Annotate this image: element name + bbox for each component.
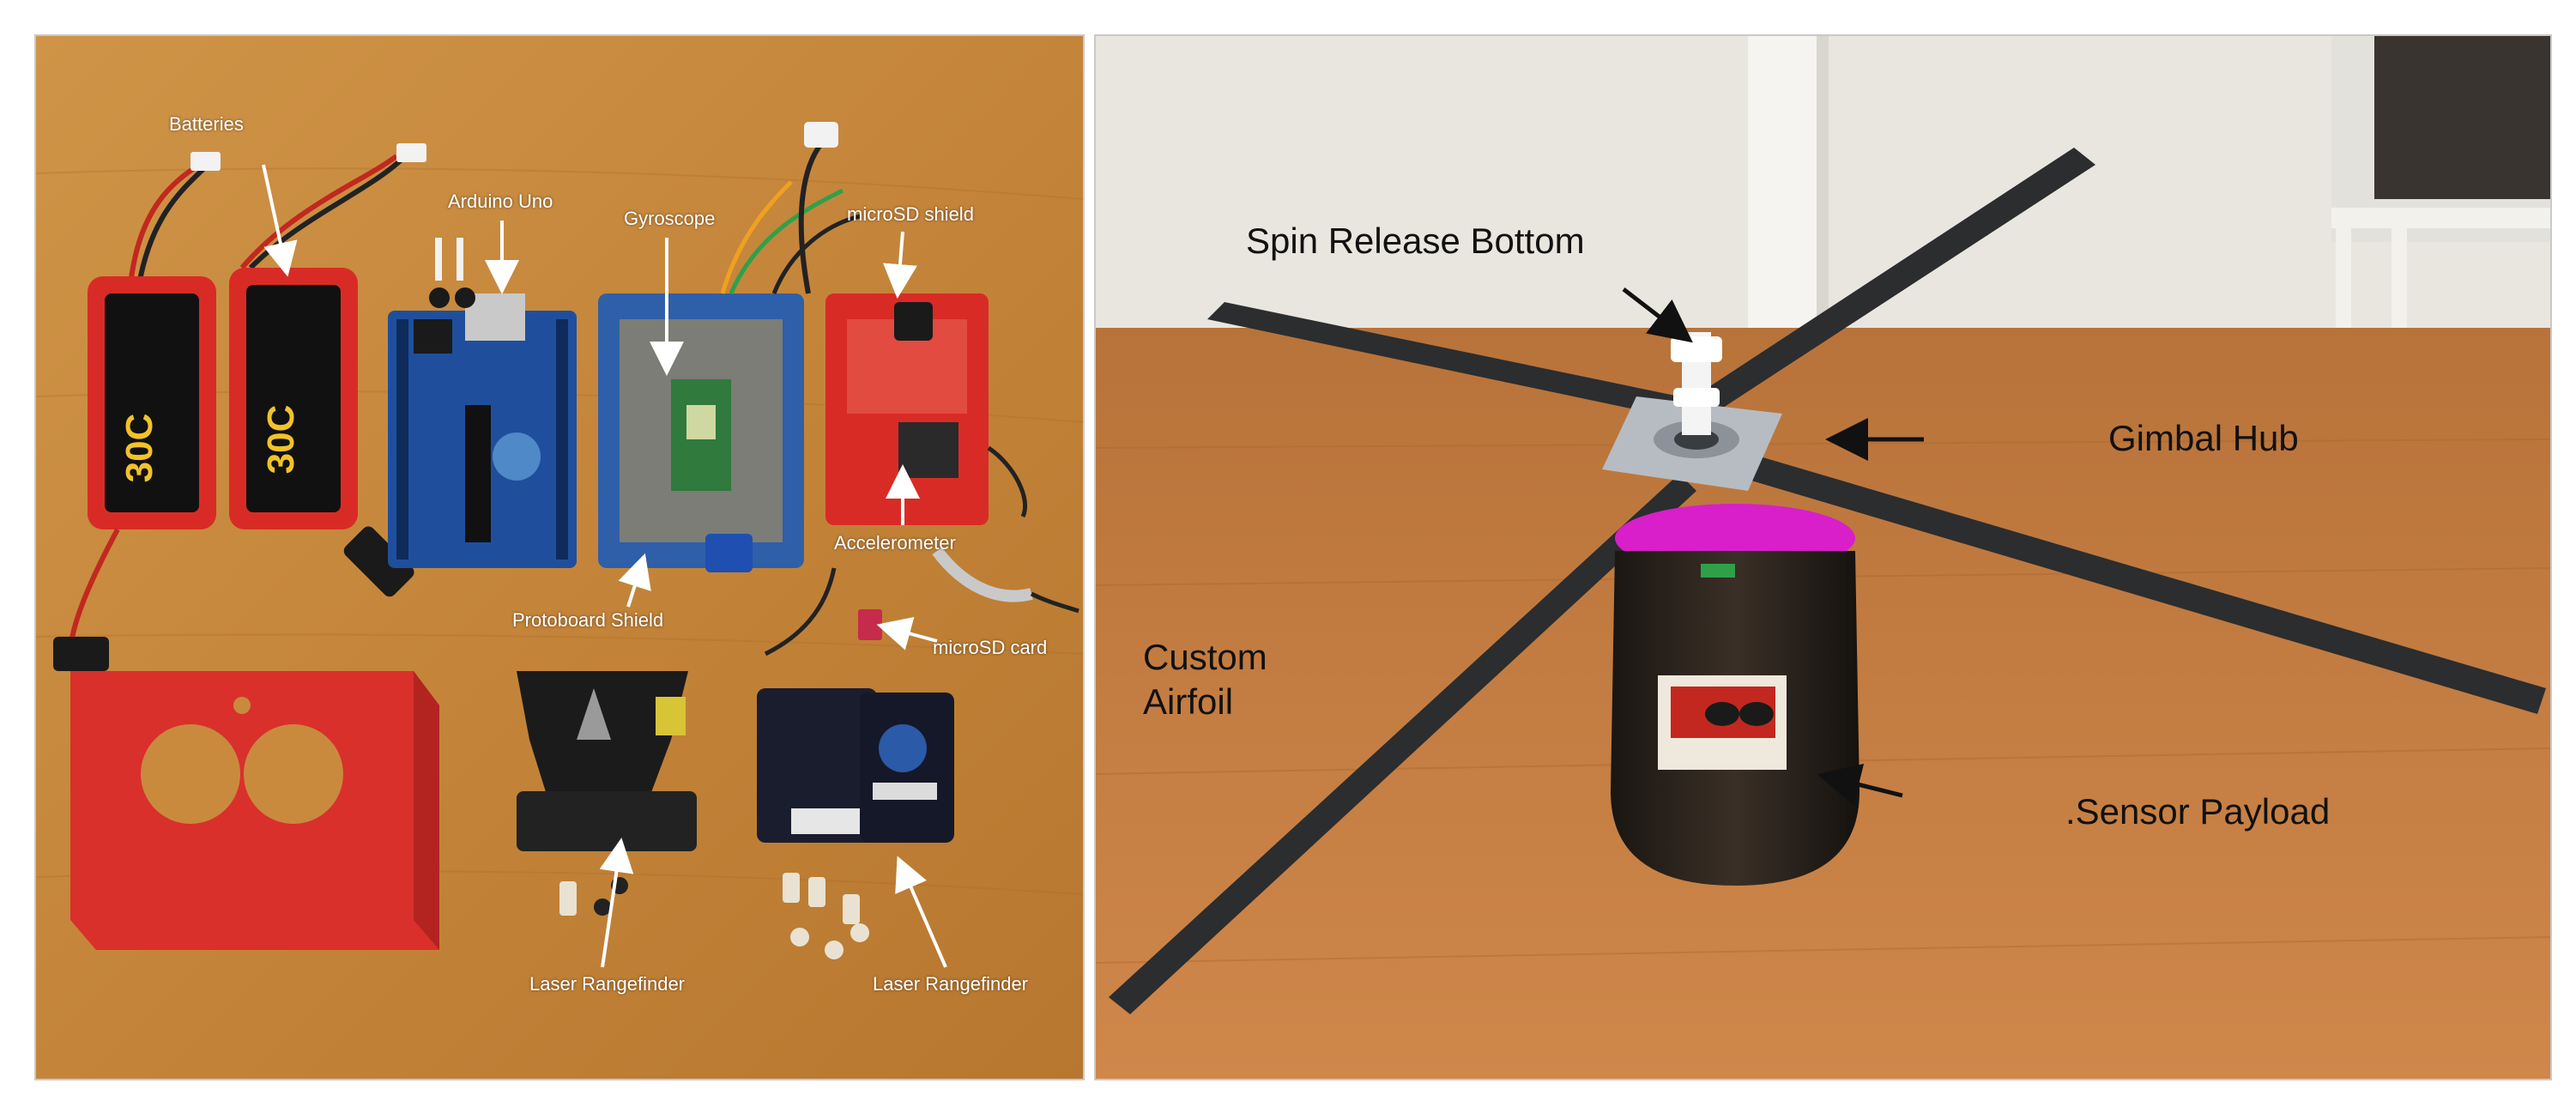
spin-release (1671, 332, 1722, 435)
label-laser-rangefinder-2: Laser Rangefinder (873, 973, 1029, 995)
rotor-scene (1096, 36, 2550, 1079)
label-batteries: Batteries (169, 113, 244, 135)
accelerometer-module (898, 422, 958, 478)
label-protoboard-shield: Protoboard Shield (512, 609, 664, 631)
capacitor (705, 534, 753, 572)
printed-enclosure (70, 671, 439, 950)
rotor-blades (1109, 148, 2546, 1014)
dc-plug-right (343, 526, 414, 597)
components-photo: 30C 30C (34, 34, 1085, 1080)
annotation-arrows (262, 164, 947, 968)
label-sensor-payload: .Sensor Payload (2065, 791, 2331, 832)
rotor-photo: Spin Release Bottom Gimbal Hub Custom Ai… (1094, 34, 2552, 1080)
label-microsd-card: microSD card (933, 637, 1048, 658)
label-arduino-uno: Arduino Uno (448, 191, 553, 212)
battery-2-rating: 30C (260, 405, 302, 475)
label-accelerometer: Accelerometer (834, 532, 956, 554)
sensor-payload (1611, 504, 1859, 886)
laser-rangefinder-2 (757, 688, 954, 843)
label-gimbal-hub: Gimbal Hub (2108, 418, 2299, 458)
label-airfoil: Airfoil (1143, 681, 1234, 722)
label-spin-release-bottom: Spin Release Bottom (1246, 221, 1585, 261)
microsd-card (858, 609, 882, 640)
battery-1: 30C (88, 276, 216, 529)
rotor-annotation-arrows (1622, 287, 1924, 806)
label-laser-rangefinder-1: Laser Rangefinder (529, 973, 686, 995)
laser-rangefinder-1 (517, 671, 697, 851)
dc-plug-left (53, 637, 109, 671)
microsd-shield-board (825, 293, 989, 525)
battery-1-rating: 30C (118, 414, 160, 483)
components-scene: 30C 30C (36, 36, 1083, 1079)
arduino-uno-board (388, 293, 577, 568)
label-gyroscope: Gyroscope (624, 208, 716, 229)
gimbal-hub (1602, 396, 1782, 491)
battery-2: 30C (229, 268, 358, 529)
label-microsd-shield: microSD shield (847, 203, 974, 225)
label-custom: Custom (1143, 637, 1267, 677)
protoboard-shield (598, 293, 804, 572)
